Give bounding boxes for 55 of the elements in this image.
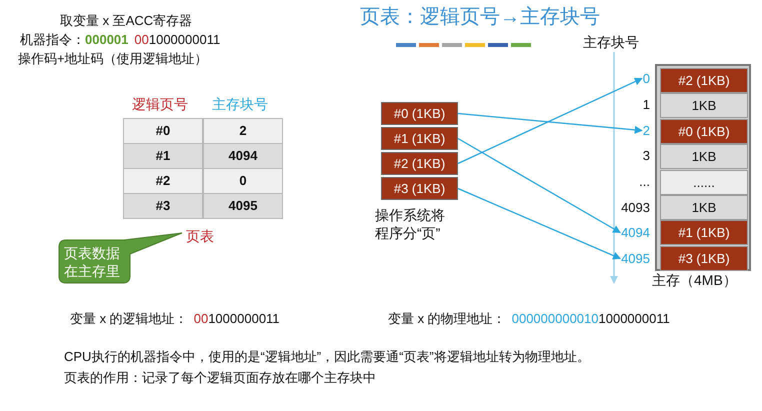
column-heading: 逻辑页号 bbox=[132, 96, 188, 112]
table-cell: #0 bbox=[123, 118, 203, 144]
speech-bubble bbox=[58, 232, 185, 284]
address-bits: 000000000010 bbox=[512, 311, 598, 326]
address-bits: 1000000011 bbox=[598, 311, 670, 326]
field-label: 变量 x 的物理地址： bbox=[388, 311, 506, 326]
block-number: 4093 bbox=[621, 199, 650, 216]
memory-block: 1KB bbox=[660, 144, 748, 170]
address-bits: 00 bbox=[194, 311, 208, 326]
table-cell: 4094 bbox=[203, 143, 283, 169]
table-cell: #3 bbox=[123, 193, 203, 219]
table-cell: #2 bbox=[123, 168, 203, 194]
column-heading: 主存块号 bbox=[583, 34, 639, 50]
note-text: CPU执行的机器指令中，使用的是“逻辑地址”，因此需要通“页表”将逻辑地址转为物理地址。 bbox=[64, 349, 590, 364]
arrow bbox=[458, 112, 643, 134]
opcode-bits: 000001 bbox=[85, 32, 128, 47]
page-block: #3 (1KB) bbox=[381, 177, 458, 200]
page-block: #2 (1KB) bbox=[381, 152, 458, 175]
block-number: 4095 bbox=[621, 250, 650, 267]
field-label: 机器指令： bbox=[20, 32, 85, 47]
memory-block: #1 (1KB) bbox=[660, 220, 748, 246]
arrow bbox=[458, 188, 621, 260]
field-label: 变量 x 的逻辑地址： bbox=[70, 311, 188, 326]
block-number: 3 bbox=[642, 147, 650, 164]
block-number: ... bbox=[639, 173, 650, 190]
memory-block: #0 (1KB) bbox=[660, 118, 748, 144]
column-heading: 主存块号 bbox=[212, 96, 268, 112]
block-number: 4094 bbox=[621, 224, 650, 241]
memory-block: #3 (1KB) bbox=[660, 246, 748, 271]
block-number: 2 bbox=[642, 122, 650, 139]
block-number: 0 bbox=[642, 70, 650, 87]
memory-block: ...... bbox=[660, 170, 748, 195]
table-cell: 0 bbox=[203, 168, 283, 194]
memory-block: 1KB bbox=[660, 93, 748, 118]
note-text: 操作码+地址码（使用逻辑地址） bbox=[18, 51, 208, 66]
block-number: 1 bbox=[642, 96, 650, 113]
arrow bbox=[458, 138, 621, 234]
address-bits: 00 bbox=[134, 32, 149, 47]
title: 页表：逻辑页号→主存块号 bbox=[359, 5, 601, 30]
page-block: #1 (1KB) bbox=[381, 127, 458, 150]
table-caption: 页表 bbox=[186, 228, 214, 244]
page-block: #0 (1KB) bbox=[381, 102, 458, 125]
memory-block: 1KB bbox=[660, 195, 748, 220]
note-text: 操作系统将程序分“页” bbox=[375, 206, 446, 242]
address-bits: 1000000011 bbox=[208, 311, 280, 326]
callout-text: 页表数据在主存里 bbox=[64, 244, 121, 280]
heading-text: 取变量 x 至ACC寄存器 bbox=[60, 13, 192, 28]
table-cell: 4095 bbox=[203, 193, 283, 219]
note-text: 页表的作用：记录了每个逻辑页面存放在哪个主存块中 bbox=[64, 370, 376, 385]
memory-caption: 主存（4MB） bbox=[652, 271, 737, 289]
arrow bbox=[458, 78, 643, 164]
address-bits: 1000000011 bbox=[148, 32, 220, 47]
table-cell: #1 bbox=[123, 143, 203, 169]
table-cell: 2 bbox=[203, 118, 283, 144]
memory-block: #2 (1KB) bbox=[660, 68, 748, 93]
